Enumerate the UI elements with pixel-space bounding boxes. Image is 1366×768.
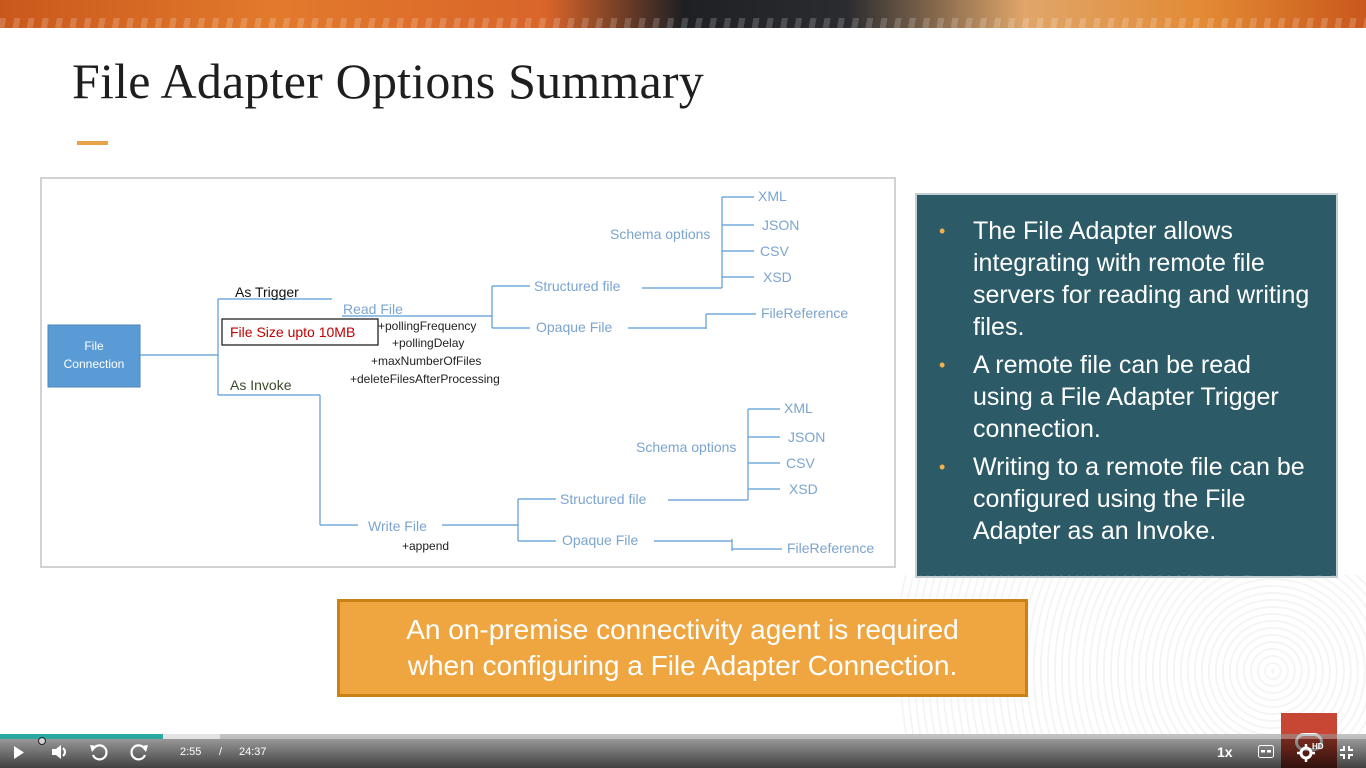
forward-icon[interactable]	[129, 742, 149, 762]
structured-file-label-bottom: Structured file	[560, 491, 647, 507]
volume-icon[interactable]	[52, 744, 69, 760]
bullet-dot-icon: •	[939, 221, 946, 241]
current-time: 2:55	[180, 746, 202, 758]
info-bullet-item: • The File Adapter allows integrating wit…	[939, 215, 1316, 343]
structured-file-label-top: Structured file	[534, 278, 621, 294]
info-bullet-item: • Writing to a remote file can be configu…	[939, 451, 1316, 547]
schema-csv-top: CSV	[760, 243, 789, 259]
info-bullet-list: • The File Adapter allows integrating wit…	[939, 215, 1316, 547]
bullet-dot-icon: •	[939, 457, 946, 477]
exit-fullscreen-icon[interactable]	[1340, 746, 1353, 759]
opaque-file-label-bottom: Opaque File	[562, 532, 638, 548]
write-file-label: Write File	[368, 518, 427, 534]
callout-text-line-2: when configuring a File Adapter Connecti…	[407, 650, 958, 681]
hd-badge: HD	[1312, 742, 1324, 751]
callout-text-line-1: An on-premise connectivity agent is requ…	[406, 614, 959, 645]
schema-xsd-top: XSD	[763, 269, 792, 285]
total-time: 24:37	[239, 746, 267, 758]
info-bullet-text: The File Adapter allows integrating with…	[973, 217, 1310, 341]
read-param-3: +maxNumberOfFiles	[371, 354, 481, 368]
read-param-2: +pollingDelay	[392, 336, 464, 350]
schema-options-label-top: Schema options	[610, 226, 710, 242]
bullet-dot-icon: •	[939, 355, 946, 375]
title-accent-bar	[77, 141, 108, 145]
schema-json-top: JSON	[762, 217, 799, 233]
root-node-label-2: Connection	[64, 357, 125, 371]
as-invoke-label: As Invoke	[230, 377, 292, 393]
file-adapter-diagram: File Connection	[40, 177, 896, 568]
settings-icon[interactable]	[1297, 744, 1315, 762]
write-param-1: +append	[402, 539, 449, 553]
progress-track[interactable]	[0, 734, 1366, 739]
as-trigger-label: As Trigger	[235, 284, 299, 300]
captions-icon[interactable]	[1258, 745, 1274, 758]
slide-header-banner	[0, 0, 1366, 28]
schema-options-label-bottom: Schema options	[636, 439, 736, 455]
schema-xsd-bottom: XSD	[789, 481, 818, 497]
opaque-file-label-top: Opaque File	[536, 319, 612, 335]
info-bullet-item: • A remote file can be read using a File …	[939, 349, 1316, 445]
info-bullet-text: Writing to a remote file can be configur…	[973, 453, 1305, 545]
read-param-4: +deleteFilesAfterProcessing	[350, 372, 500, 386]
read-file-label: Read File	[343, 301, 403, 317]
info-panel: • The File Adapter allows integrating wit…	[915, 193, 1338, 578]
file-reference-bottom: FileReference	[787, 540, 874, 556]
file-size-note-box	[221, 318, 379, 346]
play-icon[interactable]	[13, 746, 25, 759]
read-param-1: +pollingFrequency	[378, 319, 476, 333]
scrubber-handle[interactable]	[38, 737, 46, 745]
schema-json-bottom: JSON	[788, 429, 825, 445]
schema-xml-bottom: XML	[784, 400, 813, 416]
slide-title: File Adapter Options Summary	[72, 53, 704, 109]
progress-played	[0, 734, 163, 739]
playback-speed-button[interactable]: 1x	[1217, 744, 1233, 760]
root-node	[47, 324, 141, 388]
agent-callout: An on-premise connectivity agent is requ…	[337, 599, 1028, 697]
info-bullet-text: A remote file can be read using a File A…	[973, 351, 1279, 443]
rewind-icon[interactable]	[89, 742, 109, 762]
video-player-controls	[0, 734, 1366, 768]
file-size-note: File Size upto 10MB	[230, 324, 355, 340]
schema-csv-bottom: CSV	[786, 455, 815, 471]
time-separator: /	[219, 746, 223, 758]
root-node-label-1: File	[84, 339, 104, 353]
schema-xml-top: XML	[758, 188, 787, 204]
file-reference-top: FileReference	[761, 305, 848, 321]
